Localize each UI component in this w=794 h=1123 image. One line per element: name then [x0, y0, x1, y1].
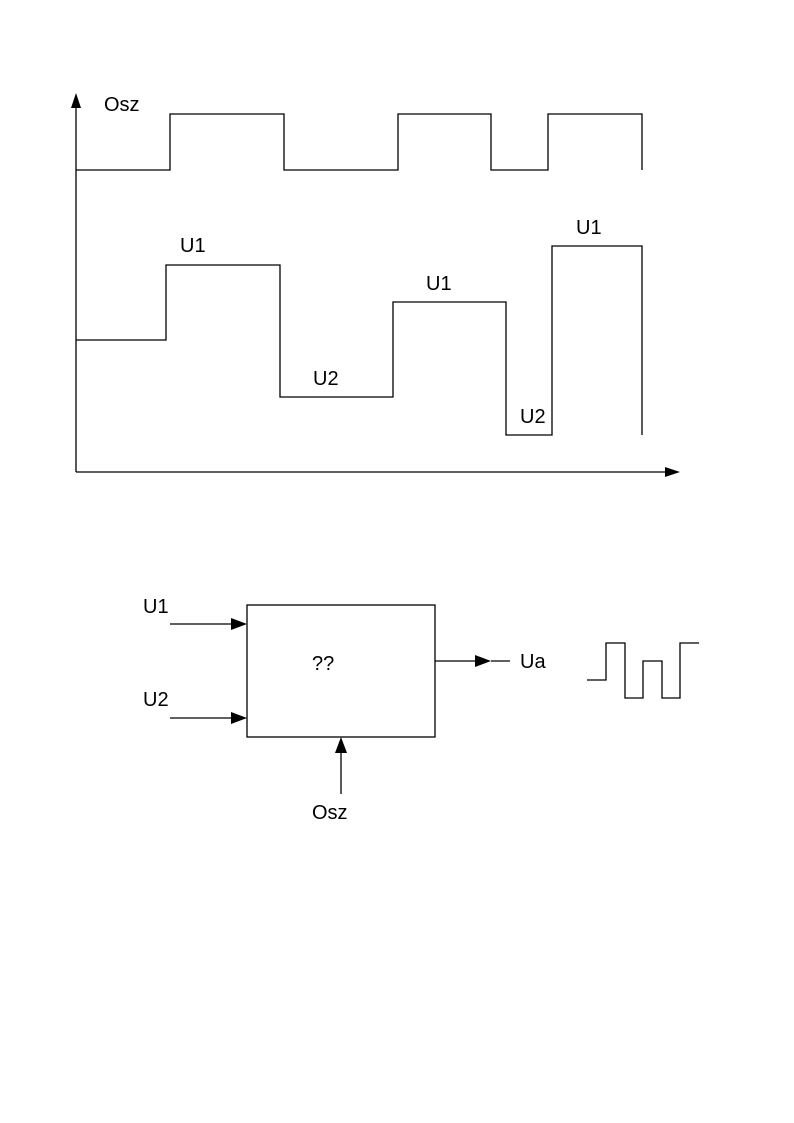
osz-signal-label: Osz	[104, 94, 140, 116]
segment-label-u1: U1	[426, 273, 452, 295]
segment-label-u1: U1	[180, 235, 206, 257]
input-u2-label: U2	[143, 689, 169, 711]
osz-input-arrowhead	[335, 737, 347, 753]
segment-label-u2: U2	[313, 368, 339, 390]
timing-diagram: Osz U1 U2 U1 U2 U1	[71, 93, 680, 477]
osz-waveform	[76, 113, 643, 171]
output-waveform-sketch	[587, 642, 699, 699]
segment-label-u1: U1	[576, 217, 602, 239]
block-diagram: ?? U1 U2 Osz Ua	[143, 596, 699, 824]
osz-input-label: Osz	[312, 802, 348, 824]
output-ua-label: Ua	[520, 651, 546, 673]
input-u2-arrowhead	[231, 712, 247, 724]
y-axis-arrowhead	[71, 93, 81, 108]
x-axis-arrowhead	[665, 467, 680, 477]
output-arrowhead	[475, 655, 491, 667]
unknown-block	[246, 604, 436, 738]
segment-label-u2: U2	[520, 406, 546, 428]
input-u1-arrowhead	[231, 618, 247, 630]
multiplexed-waveform	[76, 245, 643, 436]
unknown-block-label: ??	[312, 653, 334, 675]
input-u1-label: U1	[143, 596, 169, 618]
